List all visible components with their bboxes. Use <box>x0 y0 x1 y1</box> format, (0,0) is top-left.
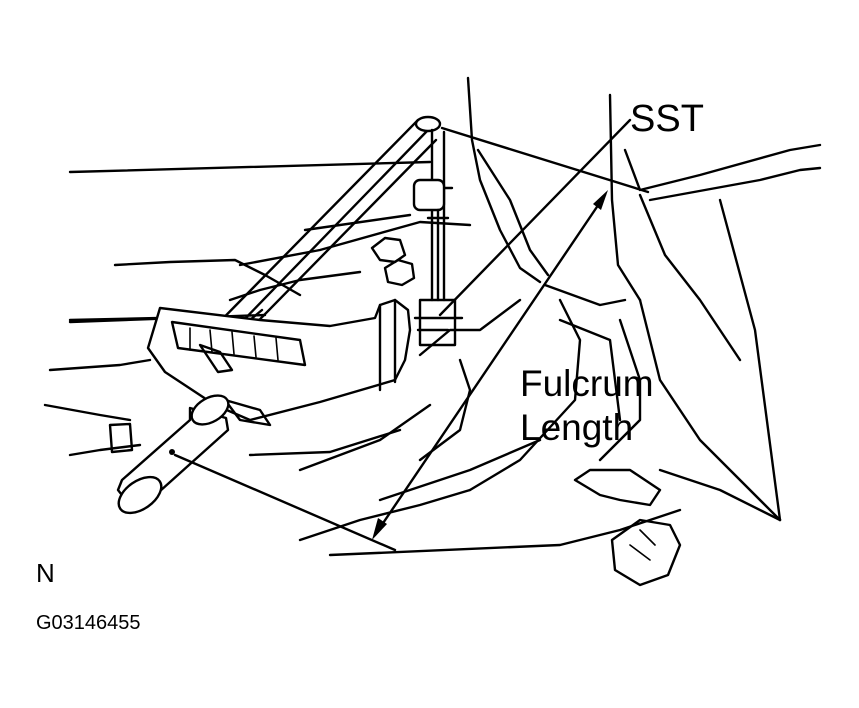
figure-id-label: G03146455 <box>36 612 141 634</box>
fulcrum-length-label: Fulcrum Length <box>520 362 654 450</box>
fulcrum-label-line1: Fulcrum <box>520 363 654 404</box>
lever-bracket <box>146 298 412 427</box>
leader-lines <box>68 160 432 324</box>
arrow-head-bottom <box>372 518 387 540</box>
sst-label: SST <box>630 98 704 140</box>
fulcrum-label-line2: Length <box>520 407 634 448</box>
sst-shaft <box>412 128 464 347</box>
sst-leader-line <box>438 118 632 317</box>
lever-handle <box>116 394 230 515</box>
view-code-label: N <box>36 558 55 588</box>
arrow-head-top <box>593 190 608 210</box>
fulcrum-dimension <box>173 126 650 552</box>
